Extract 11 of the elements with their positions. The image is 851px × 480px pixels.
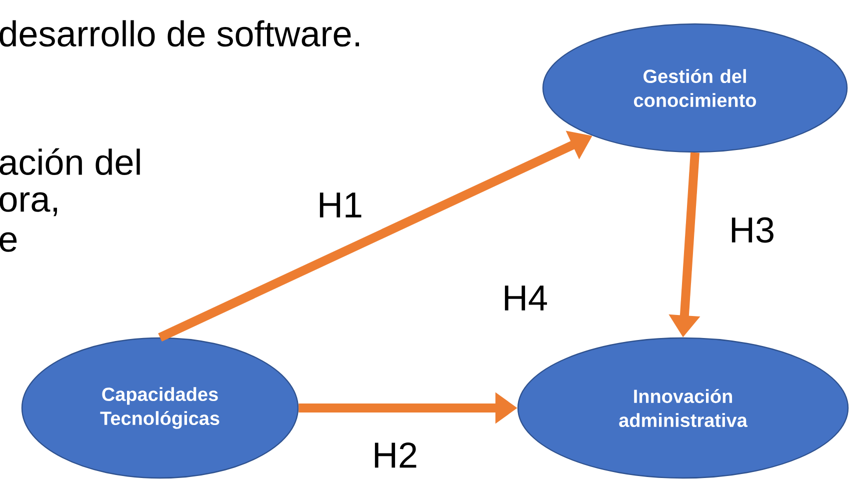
text-fragment: desarrollo de software. [0,20,359,47]
ellipse-node: Innovación administrativa [517,337,849,479]
text-fragment: ora, [0,192,57,216]
text-fragment: ación del [0,148,140,176]
edge-label: H2 [374,442,416,468]
text-fragment: e [0,232,17,252]
edge-label: H1 [320,192,362,218]
ellipse-node: Capacidades Tecnológicas [21,337,299,479]
ellipse-node: Gestión del conocimiento [542,23,848,153]
edge-label: H3 [732,217,774,243]
hypothesis-label: H4 [504,286,547,310]
